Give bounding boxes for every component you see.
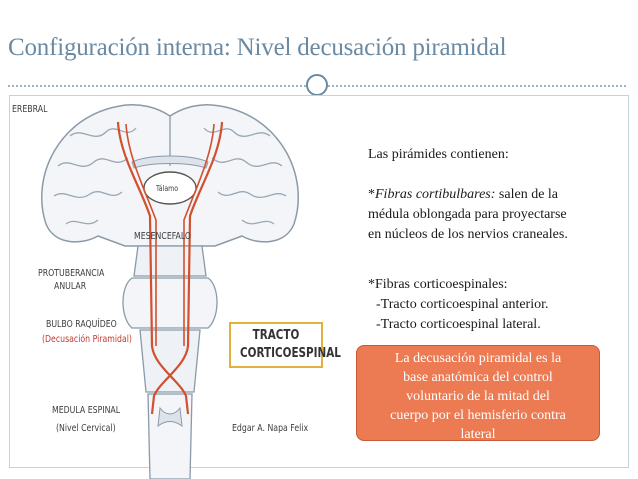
cortex-gyri-right: [203, 127, 287, 225]
callout-box: La decusación piramidal es la base anató…: [356, 345, 600, 442]
tracto-line2: CORTICOESPINAL: [240, 346, 341, 361]
bullet-marker: *: [368, 187, 375, 202]
intro-text: Las pirámides contienen:: [368, 147, 509, 162]
label-decusacion: (Decusación Piramidal): [42, 334, 132, 345]
label-bulbo: BULBO RAQUÍDEO: [46, 319, 117, 330]
label-protuberancia: PROTUBERANCIA: [38, 268, 105, 279]
pons-shape: [122, 277, 218, 329]
tracto-line1: TRACTO: [252, 328, 300, 343]
tract-left-inner: [125, 123, 157, 346]
slide-title: Configuración interna: Nivel decusación …: [8, 34, 507, 61]
divider-ring-ornament: [306, 74, 328, 96]
fibras-corticoespinales-item2: -Tracto corticoespinal lateral.: [376, 317, 541, 332]
brain-illustration: EREBRAL Tálamo MESENCEFALO PROTUBERANCIA…: [10, 96, 330, 479]
fibras-cortibulbares-line3: en núcleos de los nervios craneales.: [368, 227, 568, 242]
fibras-cortibulbares-line2: médula oblongada para proyectarse: [368, 207, 567, 222]
label-autor: Edgar A. Napa Felix: [232, 423, 309, 434]
label-cerebral: EREBRAL: [12, 104, 48, 115]
fibras-cortibulbares-term: Fibras cortibulbares:: [375, 187, 496, 202]
tract-right-inner: [183, 123, 215, 346]
medulla-shape: [139, 329, 201, 393]
corpus-callosum: [131, 155, 209, 169]
content-frame: [9, 95, 629, 468]
fibras-cortibulbares-rest: salen de la: [495, 187, 559, 202]
cortex-gyri-left: [53, 127, 137, 225]
label-mesencefalo: MESENCEFALO: [134, 231, 192, 242]
label-talamo: Tálamo: [156, 184, 179, 193]
fibras-corticoespinales-title: *Fibras corticoespinales:: [368, 277, 508, 292]
tracto-label-box: TRACTO CORTICOESPINAL: [229, 322, 341, 368]
mesencephalon-shape: [133, 245, 207, 277]
callout-line2: base anatómica del control: [403, 370, 553, 385]
tract-left: [116, 121, 190, 415]
tract-right: [150, 121, 224, 415]
callout-line4: cuerpo por el hemisferio contra: [390, 408, 566, 423]
spinal-cord-shape: [147, 393, 193, 479]
grey-matter-shape: [157, 406, 183, 428]
label-medula: MEDULA ESPINAL: [52, 405, 121, 416]
callout-line3: voluntario de la mitad del: [406, 389, 550, 404]
callout-line5: lateral: [460, 427, 496, 442]
label-nivel-cervical: (Nivel Cervical): [56, 423, 116, 434]
fibras-corticoespinales-item1: -Tracto corticoespinal anterior.: [376, 297, 549, 312]
brain-diagram-svg: [41, 104, 299, 479]
fibras-cortibulbares-line1: *Fibras cortibulbares: salen de la: [368, 185, 558, 205]
callout-line1: La decusación piramidal es la: [394, 351, 562, 366]
label-anular: ANULAR: [54, 281, 87, 292]
